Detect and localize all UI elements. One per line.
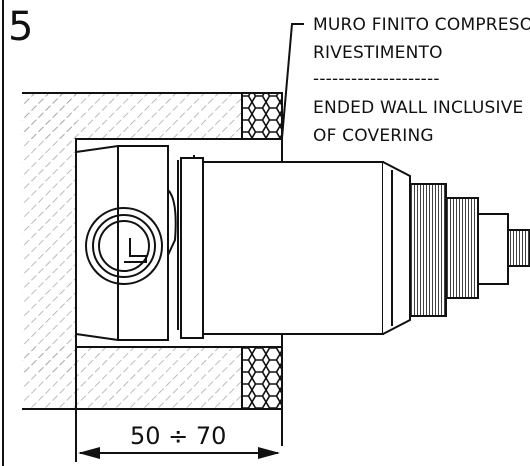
step-number: 5 <box>8 4 33 50</box>
annotation-separator: -------------------- <box>313 69 440 89</box>
annotation-line-1: MURO FINITO COMPRESO <box>313 15 530 35</box>
cartridge-housing <box>180 157 411 339</box>
dimension-label: 50 ÷ 70 <box>130 422 226 450</box>
annotation-leader <box>281 23 304 139</box>
knurled-handle <box>409 183 530 317</box>
annotation-line-4: OF COVERING <box>313 126 434 146</box>
annotation-text: MURO FINITO COMPRESO RIVESTIMENTO ------… <box>313 15 530 146</box>
wall-covering <box>241 92 283 410</box>
dimension-line <box>75 347 280 462</box>
annotation-line-2: RIVESTIMENTO <box>313 43 443 63</box>
valve-port <box>85 207 163 285</box>
wall-section <box>22 92 242 410</box>
annotation-line-3: ENDED WALL INCLUSIVE <box>313 98 523 118</box>
